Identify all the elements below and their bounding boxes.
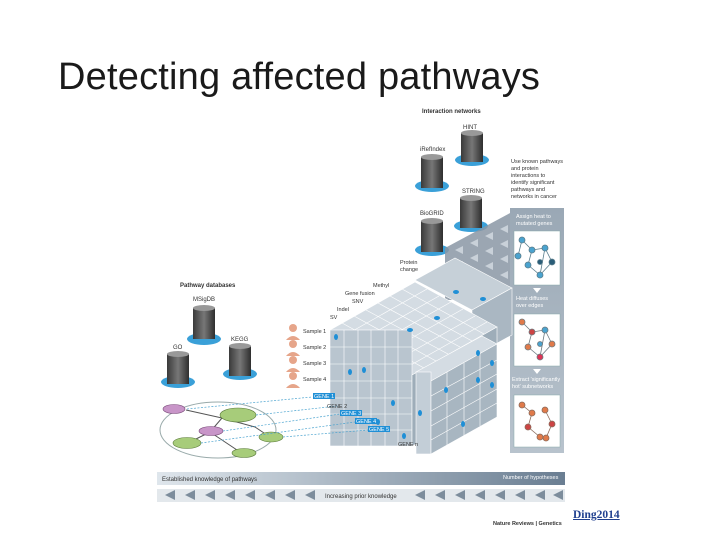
established-knowledge-label: Established knowledge of pathways [162, 477, 257, 483]
gene-label: GENE 4 [356, 419, 376, 425]
gene-label: GENE 5 [369, 427, 389, 433]
interaction-networks-heading: Interaction networks [422, 109, 481, 115]
side-note-line: interactions to [511, 173, 545, 179]
sample-label: Sample 3 [303, 361, 326, 367]
gene-label: GENE n [398, 442, 418, 448]
side-note-line: Use known pathways [511, 159, 563, 165]
citation-link[interactable]: Ding2014 [573, 509, 620, 521]
hypotheses-label: Number of hypotheses [503, 475, 559, 481]
server-biogrid: BioGRID [415, 211, 449, 256]
sample-label: Sample 1 [303, 329, 326, 335]
side-note-line: pathways and [511, 187, 545, 193]
side-note-line: identify significant [511, 180, 555, 186]
gene-label: GENE 2 [327, 404, 347, 410]
server-label-go: GO [173, 345, 183, 351]
sample-label: Sample 4 [303, 377, 326, 383]
server-string: STRING [454, 189, 488, 232]
server-label-biogrid: BioGRID [420, 211, 444, 217]
slide-title: Detecting affected pathways [58, 56, 541, 98]
figure-source: Nature Reviews | Genetics [493, 521, 562, 527]
server-hint: HINT [455, 125, 489, 166]
gene-label: GENE 1 [314, 394, 334, 400]
server-label-kegg: KEGG [231, 337, 249, 343]
mutation-label: change [400, 267, 418, 273]
server-label-irefindex: iRefIndex [420, 147, 445, 153]
server-kegg: KEGG [223, 337, 257, 380]
server-label-hint: HINT [463, 125, 477, 131]
server-irefindex: iRefIndex [415, 147, 449, 192]
server-msigdb: MSigDB [187, 297, 221, 345]
sample-label: Sample 2 [303, 345, 326, 351]
network-heated [518, 318, 556, 361]
heat-step-3: Extract 'significantly hot' subnetworks [512, 377, 562, 390]
heat-step-2: Heat diffuses over edges [516, 296, 550, 309]
server-go: GO [161, 345, 195, 388]
mutation-label: Protein [400, 260, 417, 266]
samples: Sample 1 Sample 2 Sample 3 Sample 4 [286, 324, 326, 388]
mutation-label: Gene fusion [345, 291, 375, 297]
mutation-label: Methyl [373, 283, 389, 289]
network-blue [514, 236, 556, 279]
pathway-network [159, 401, 284, 459]
side-note-line: and protein [511, 166, 539, 172]
gene-labels: GENE 1 GENE 2 GENE 3 GENE 4 GENE 5 GENE … [313, 393, 418, 448]
server-label-msigdb: MSigDB [193, 297, 215, 303]
heat-diffusion-panel: Assign heat to mutated genes Heat diffus… [510, 208, 564, 453]
gene-label: GENE 3 [341, 411, 361, 417]
data-cube [329, 257, 513, 455]
gene-connectors [186, 396, 369, 444]
side-note: Use known pathways and protein interacti… [511, 159, 565, 200]
side-note-line: networks in cancer [511, 194, 557, 200]
mutation-label: SNV [352, 299, 364, 305]
mutation-type-labels: Protein change Methyl Gene fusion SNV In… [330, 260, 418, 321]
pathway-databases-heading: Pathway databases [180, 283, 236, 289]
mutation-label: SV [330, 315, 338, 321]
knowledge-bars: Established knowledge of pathways Number… [157, 472, 565, 502]
mutation-label: Indel [337, 307, 349, 313]
server-label-string: STRING [462, 189, 485, 195]
heat-step-1: Assign heat to mutated genes [516, 214, 553, 227]
network-hot-subnetworks [518, 401, 556, 442]
prior-knowledge-label: Increasing prior knowledge [325, 494, 397, 500]
